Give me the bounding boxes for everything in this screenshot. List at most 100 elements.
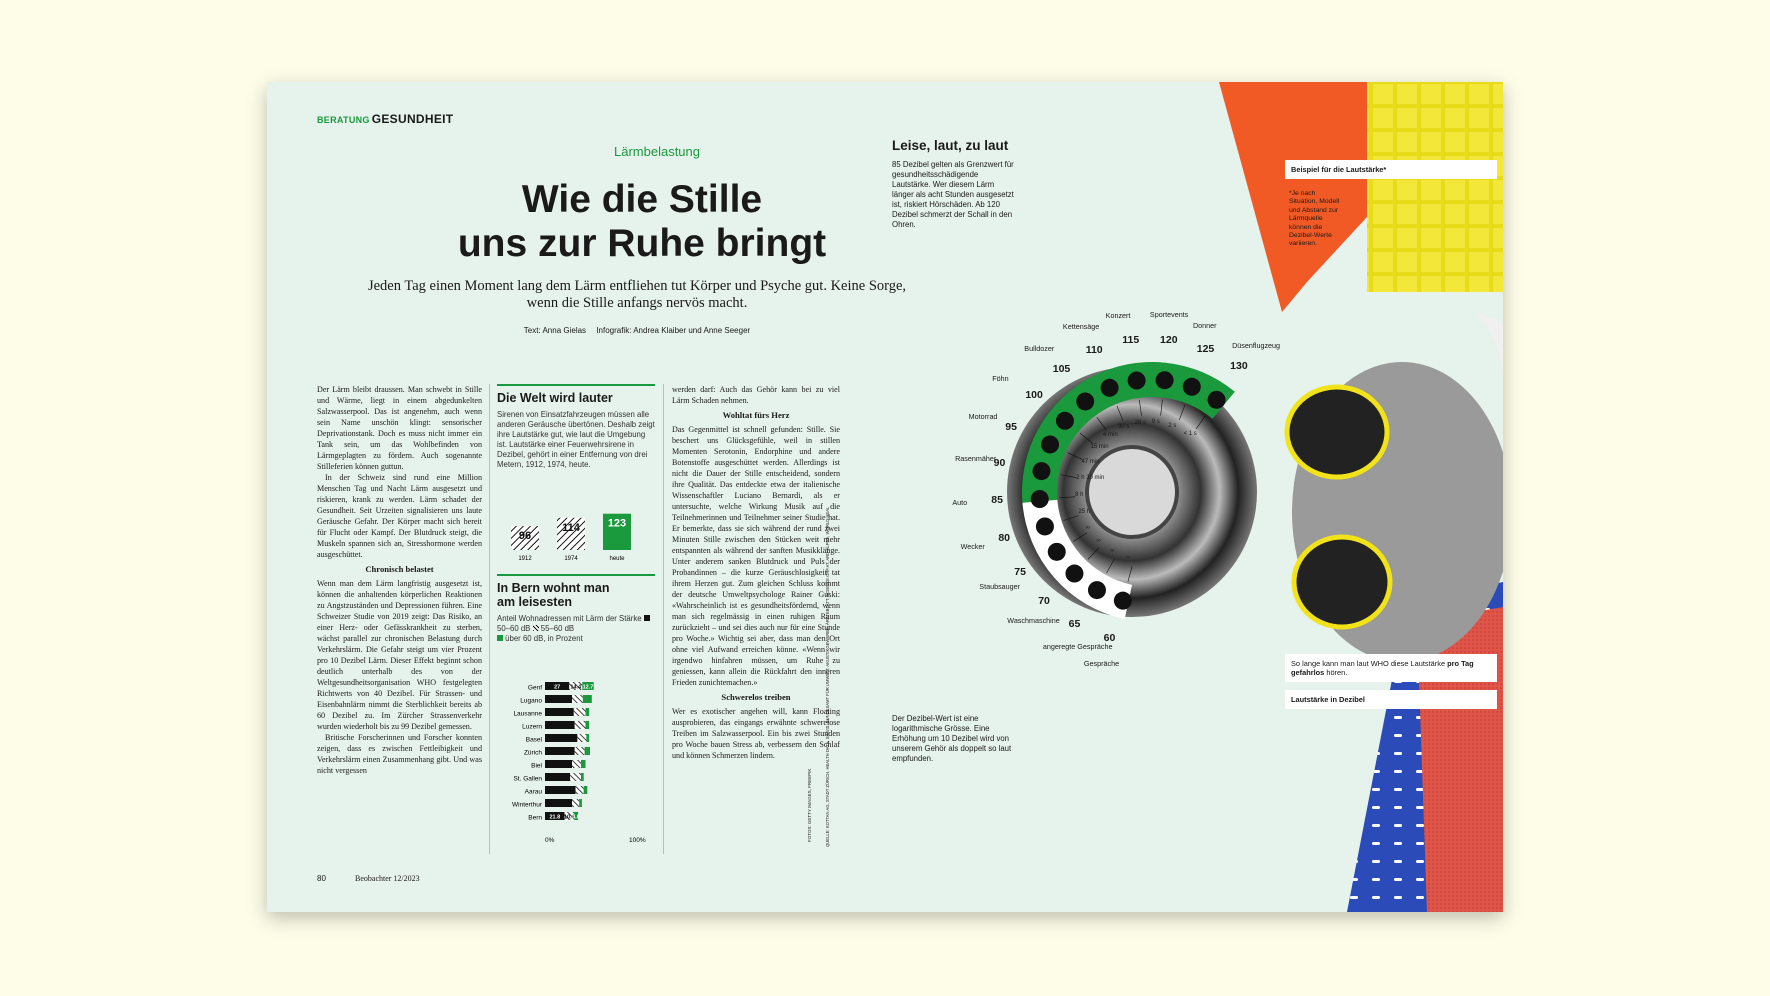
headline-line-1: Wie die Stille	[521, 178, 763, 221]
section-tag: BERATUNG	[317, 115, 370, 125]
city-bar-segment	[572, 695, 583, 703]
portrait-hair	[1284, 384, 1390, 480]
db-value-label: 70	[1038, 595, 1050, 608]
siren-year-label: 1974	[564, 556, 578, 562]
box-description: Anteil Wohnadressen mit Lärm der Stärke …	[497, 614, 655, 644]
sound-source-label: Sportevents	[1149, 310, 1189, 320]
column-divider	[489, 384, 490, 854]
sound-icon	[1032, 462, 1051, 481]
city-bar-segment	[572, 799, 580, 807]
credit-text: Text: Anna Gielas	[523, 326, 587, 335]
paragraph: Britische Forscherinnen und Forscher kon…	[317, 733, 482, 775]
legend-example: Beispiel für die Lautstärke*	[1285, 160, 1497, 179]
city-bar-segment	[564, 812, 574, 820]
sound-source-label: Staubsauger	[979, 581, 1021, 591]
city-bar-segment	[575, 786, 584, 794]
duration-label: ∞	[1085, 524, 1090, 531]
siren-value-label: 114	[562, 522, 581, 534]
city-label: St. Gallen	[513, 776, 542, 783]
city-label: Luzern	[522, 724, 542, 731]
city-bar-segment	[545, 721, 575, 729]
duration-label: 90 s	[1117, 424, 1130, 431]
city-bar-segment	[577, 734, 587, 742]
city-bar-segment	[545, 786, 576, 794]
city-bar-segment	[545, 747, 575, 755]
sound-source-label: Auto	[952, 498, 968, 508]
city-label: Zürich	[524, 750, 542, 757]
city-bar-segment	[585, 721, 590, 729]
duration-tick	[1059, 496, 1076, 499]
paragraph: Wer es exotischer angehen will, kann Flo…	[672, 707, 840, 760]
sound-source-label: Föhn	[992, 374, 1009, 384]
sound-icon	[1087, 581, 1106, 600]
desc-text: Anteil Wohnadressen mit Lärm der Stärke	[497, 614, 642, 623]
duration-tick	[1106, 559, 1115, 574]
city-label: Basel	[526, 737, 543, 744]
portrait-hair	[1291, 534, 1393, 630]
infographic-title: Leise, laut, zu laut	[892, 138, 1009, 153]
sound-icon	[1182, 377, 1201, 396]
city-value-label: 4.6	[572, 815, 580, 821]
db-value-label: 90	[993, 456, 1006, 469]
article-column-1: Der Lärm bleibt draussen. Man schwebt in…	[317, 384, 482, 776]
city-bar-segment	[545, 695, 572, 703]
city-bar-segment	[574, 721, 586, 729]
db-value-label: 65	[1068, 617, 1081, 630]
article-lead: Jeden Tag einen Moment lang dem Lärm ent…	[367, 278, 907, 311]
axis-min-label: 0%	[545, 837, 555, 844]
box-title-line-1: In Bern wohnt man	[497, 581, 610, 595]
duration-tick	[1067, 452, 1083, 460]
duration-label: 9 s	[1151, 419, 1160, 426]
duration-label: 2 h 30 min	[1076, 475, 1105, 482]
legend-duration: So lange kann man laut WHO diese Lautstä…	[1285, 654, 1497, 682]
db-value-label: 125	[1196, 342, 1215, 355]
city-bar-segment	[581, 760, 586, 768]
city-value-label: 21.8	[549, 815, 560, 821]
city-bar-segment	[585, 708, 590, 716]
city-bar-segment	[545, 799, 572, 807]
magazine-issue: Beobachter 12/2023	[355, 874, 420, 883]
db-value-label: 115	[1122, 334, 1140, 347]
speaker-cone	[1085, 445, 1179, 539]
subheading: Wohltat fürs Herz	[722, 410, 790, 420]
siren-value-label: 123	[608, 518, 626, 530]
city-bar-segment	[545, 734, 578, 742]
db-value-label: 130	[1230, 360, 1248, 373]
headline-line-2: uns zur Ruhe bringt	[457, 222, 827, 265]
yellow-tiles	[1367, 82, 1503, 292]
duration-label: 8 h	[1075, 492, 1084, 499]
city-bar-segment	[545, 760, 572, 768]
city-bar-segment	[584, 747, 590, 755]
sound-source-label: Kettensäge	[1062, 322, 1100, 332]
city-bar-segment	[582, 695, 592, 703]
duration-tick	[1060, 474, 1077, 478]
duration-tick	[1138, 399, 1142, 416]
article-column-3: werden darf: Auch das Gehör kann bei zu …	[672, 384, 840, 761]
infographic-description: 85 Dezibel gelten als Grenzwert für gesu…	[892, 160, 1014, 229]
sound-icon	[1035, 517, 1054, 536]
city-label: Biel	[531, 763, 542, 770]
city-label: Aarau	[525, 789, 543, 796]
city-bar-segment	[574, 747, 585, 755]
sound-icon	[1055, 411, 1074, 430]
subheading: Schwerelos treiben	[721, 692, 791, 702]
paragraph: Wenn man dem Lärm langfristig ausgesetzt…	[317, 579, 482, 731]
duration-label: ∞	[1096, 537, 1101, 544]
city-bar-segment	[545, 682, 570, 690]
duration-label: 15 min	[1090, 444, 1109, 451]
db-value-label: 75	[1014, 565, 1026, 578]
db-value-label: 110	[1085, 344, 1103, 357]
box-title: Die Welt wird lauter	[497, 391, 613, 405]
duration-label: 47 min	[1081, 458, 1100, 465]
sound-icon	[1113, 591, 1132, 610]
city-value-label: 10.4	[564, 815, 576, 821]
legend-swatch-1	[643, 615, 650, 621]
city-label: Lugano	[520, 698, 542, 705]
db-value-label: 105	[1052, 362, 1071, 375]
city-bar-segment	[573, 708, 586, 716]
legend-label-3: über 60 dB, in Prozent	[505, 634, 583, 643]
